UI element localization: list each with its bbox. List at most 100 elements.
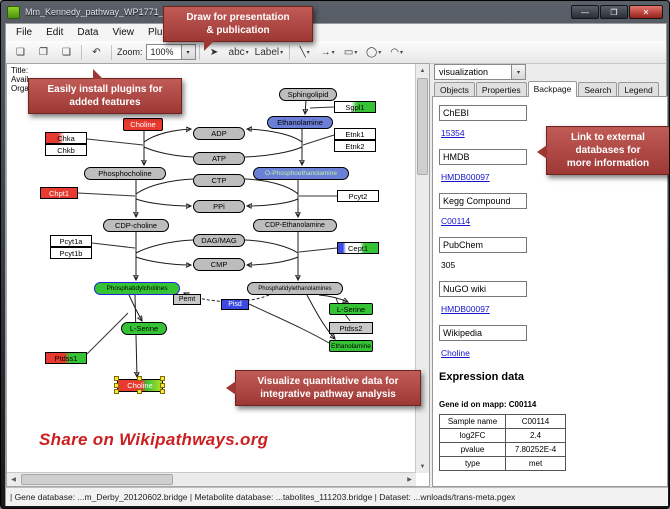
selection-handle[interactable] [137, 389, 142, 394]
line-tool-button[interactable]: ╲▾ [299, 46, 310, 58]
pathway-node-sgpl1[interactable]: Sgpl1 [334, 101, 376, 113]
visualization-combobox[interactable]: visualization ▾ [434, 64, 526, 80]
pathway-node-cdp-choline[interactable]: CDP-choline [103, 219, 169, 232]
selection-handle[interactable] [137, 376, 142, 381]
pathway-node-pisd[interactable]: Pisd [221, 299, 249, 310]
selection-handle[interactable] [160, 389, 165, 394]
rect-tool-button[interactable]: ▭▾ [343, 46, 358, 58]
external-link[interactable]: HMDB00097 [441, 304, 490, 314]
pathway-node-pcyt1a[interactable]: Pcyt1a [50, 235, 92, 247]
tab-legend[interactable]: Legend [618, 82, 659, 97]
menu-view[interactable]: View [112, 27, 134, 38]
scroll-down-icon[interactable]: ▼ [419, 463, 426, 470]
node-label: Choline [127, 381, 153, 390]
pathway-node-etnk2[interactable]: Etnk2 [334, 140, 376, 152]
external-link[interactable]: Choline [441, 348, 470, 358]
menu-data[interactable]: Data [77, 27, 99, 38]
pathway-node-atp[interactable]: ATP [193, 152, 245, 165]
pathway-node-chkb[interactable]: Chkb [45, 144, 87, 156]
tab-properties[interactable]: Properties [475, 82, 527, 97]
arc-tool-button[interactable]: ◠▾ [390, 46, 404, 58]
pathway-node-l-serine[interactable]: L-Serine [121, 322, 167, 335]
pathway-node-chpt1[interactable]: Chpt1 [40, 187, 78, 199]
pathway-node-chka[interactable]: Chka [45, 132, 87, 144]
undo-button[interactable]: ↶ [92, 46, 101, 58]
pathway-node-dag-mag[interactable]: DAG/MAG [193, 234, 245, 247]
menu-file[interactable]: File [16, 27, 33, 38]
selection-handle[interactable] [114, 389, 119, 394]
callout-line: integrative pathway analysis [260, 389, 396, 400]
chevron-down-icon[interactable]: ▾ [378, 49, 382, 56]
chevron-down-icon[interactable]: ▾ [400, 49, 404, 56]
pathway-node-o-phosphoethanolamine[interactable]: O-Phosphoethanolamine [253, 167, 349, 180]
pathway-node-pcyt1b[interactable]: Pcyt1b [50, 247, 92, 259]
maximize-button[interactable]: ❐ [600, 5, 628, 19]
pathway-node-cmp[interactable]: CMP [193, 258, 245, 271]
pathway-node-ppi[interactable]: PPi [193, 200, 245, 213]
pathway-node-adp[interactable]: ADP [193, 127, 245, 140]
pathway-node-cdp-ethanolamine[interactable]: CDP-Ethanolamine [253, 219, 337, 232]
vertical-scroll-thumb[interactable] [417, 78, 428, 175]
new-button[interactable]: ❏ [16, 46, 25, 58]
scroll-up-icon[interactable]: ▲ [419, 67, 426, 74]
pathway-node-pemt[interactable]: Pemt [173, 294, 201, 305]
chevron-down-icon[interactable]: ▾ [245, 49, 249, 56]
chevron-down-icon[interactable]: ▾ [354, 49, 358, 56]
window-title: Mm_Kennedy_pathway_WP1771_45176.gp... [25, 7, 209, 17]
chevron-down-icon[interactable]: ▾ [180, 45, 195, 59]
canvas-horizontal-scrollbar[interactable]: ◀ ▶ [7, 472, 416, 486]
label-tool-button[interactable]: abc▾ [228, 46, 249, 58]
pathway-node-choline[interactable]: Choline [123, 118, 163, 131]
scroll-left-icon[interactable]: ◀ [11, 477, 16, 483]
selection-handle[interactable] [114, 376, 119, 381]
selection-handle[interactable] [160, 382, 165, 388]
arrow-tool-button[interactable]: →▾ [320, 46, 335, 58]
external-link[interactable]: HMDB00097 [441, 172, 490, 182]
tab-backpage[interactable]: Backpage [527, 81, 578, 97]
pathway-node-phosphatidylcholines[interactable]: Phosphatidylcholines [94, 282, 180, 295]
select-tool-button[interactable]: ➤ [209, 46, 219, 58]
pathway-node-ptdss1[interactable]: Ptdss1 [45, 352, 87, 364]
menu-edit[interactable]: Edit [46, 27, 64, 38]
canvas-vertical-scrollbar[interactable]: ▲ ▼ [415, 64, 429, 473]
pathway-node-ctp[interactable]: CTP [193, 174, 245, 187]
minimize-button[interactable]: — [571, 5, 599, 19]
datanode-tool-button[interactable]: Label▾ [254, 46, 284, 58]
horizontal-scroll-thumb[interactable] [21, 474, 173, 485]
node-label: Choline [130, 120, 156, 129]
external-link[interactable]: C00114 [441, 216, 471, 226]
selection-handle[interactable] [114, 382, 119, 388]
close-button[interactable]: ✕ [629, 5, 663, 19]
infobox-availability-label: Avail [11, 75, 29, 84]
tab-search[interactable]: Search [578, 82, 618, 97]
chevron-down-icon[interactable]: ▾ [306, 49, 310, 56]
pathway-node-sphingolipid[interactable]: Sphingolipid [279, 88, 337, 101]
chevron-down-icon[interactable]: ▾ [331, 49, 335, 56]
pathway-node-phosphocholine[interactable]: Phosphocholine [84, 167, 166, 180]
visualization-value: visualization [439, 67, 489, 77]
pathway-node-l-serine[interactable]: L-Serine [329, 303, 373, 315]
pathway-node-ptdss2[interactable]: Ptdss2 [329, 322, 373, 334]
table-cell: log2FC [440, 429, 506, 443]
tab-objects[interactable]: Objects [434, 82, 475, 97]
oval-tool-button[interactable]: ◯▾ [366, 46, 382, 58]
pathway-node-etnk1[interactable]: Etnk1 [334, 128, 376, 140]
title-bar[interactable]: Mm_Kennedy_pathway_WP1771_45176.gp... —❐… [1, 1, 669, 23]
pathway-node-ethanolamine[interactable]: Ethanolamine [267, 116, 333, 129]
pathway-node-pcyt2[interactable]: Pcyt2 [337, 190, 379, 202]
chevron-down-icon[interactable]: ▾ [511, 65, 525, 79]
pathway-node-cept1[interactable]: Cept1 [337, 242, 379, 254]
open-button[interactable]: ❐ [39, 46, 48, 58]
chevron-down-icon[interactable]: ▾ [280, 49, 284, 56]
table-cell: type [440, 457, 506, 471]
external-link[interactable]: 15354 [441, 128, 465, 138]
pathway-node-phosphatidylethanolamines[interactable]: Phosphatidylethanolamines [247, 282, 343, 295]
pathway-node-ethanolamine[interactable]: Ethanolamine [329, 340, 373, 352]
selection-handle[interactable] [160, 376, 165, 381]
scroll-right-icon[interactable]: ▶ [407, 477, 412, 483]
zoom-combobox[interactable]: 100% ▾ [145, 44, 196, 60]
save-button[interactable]: ❑ [62, 46, 71, 58]
